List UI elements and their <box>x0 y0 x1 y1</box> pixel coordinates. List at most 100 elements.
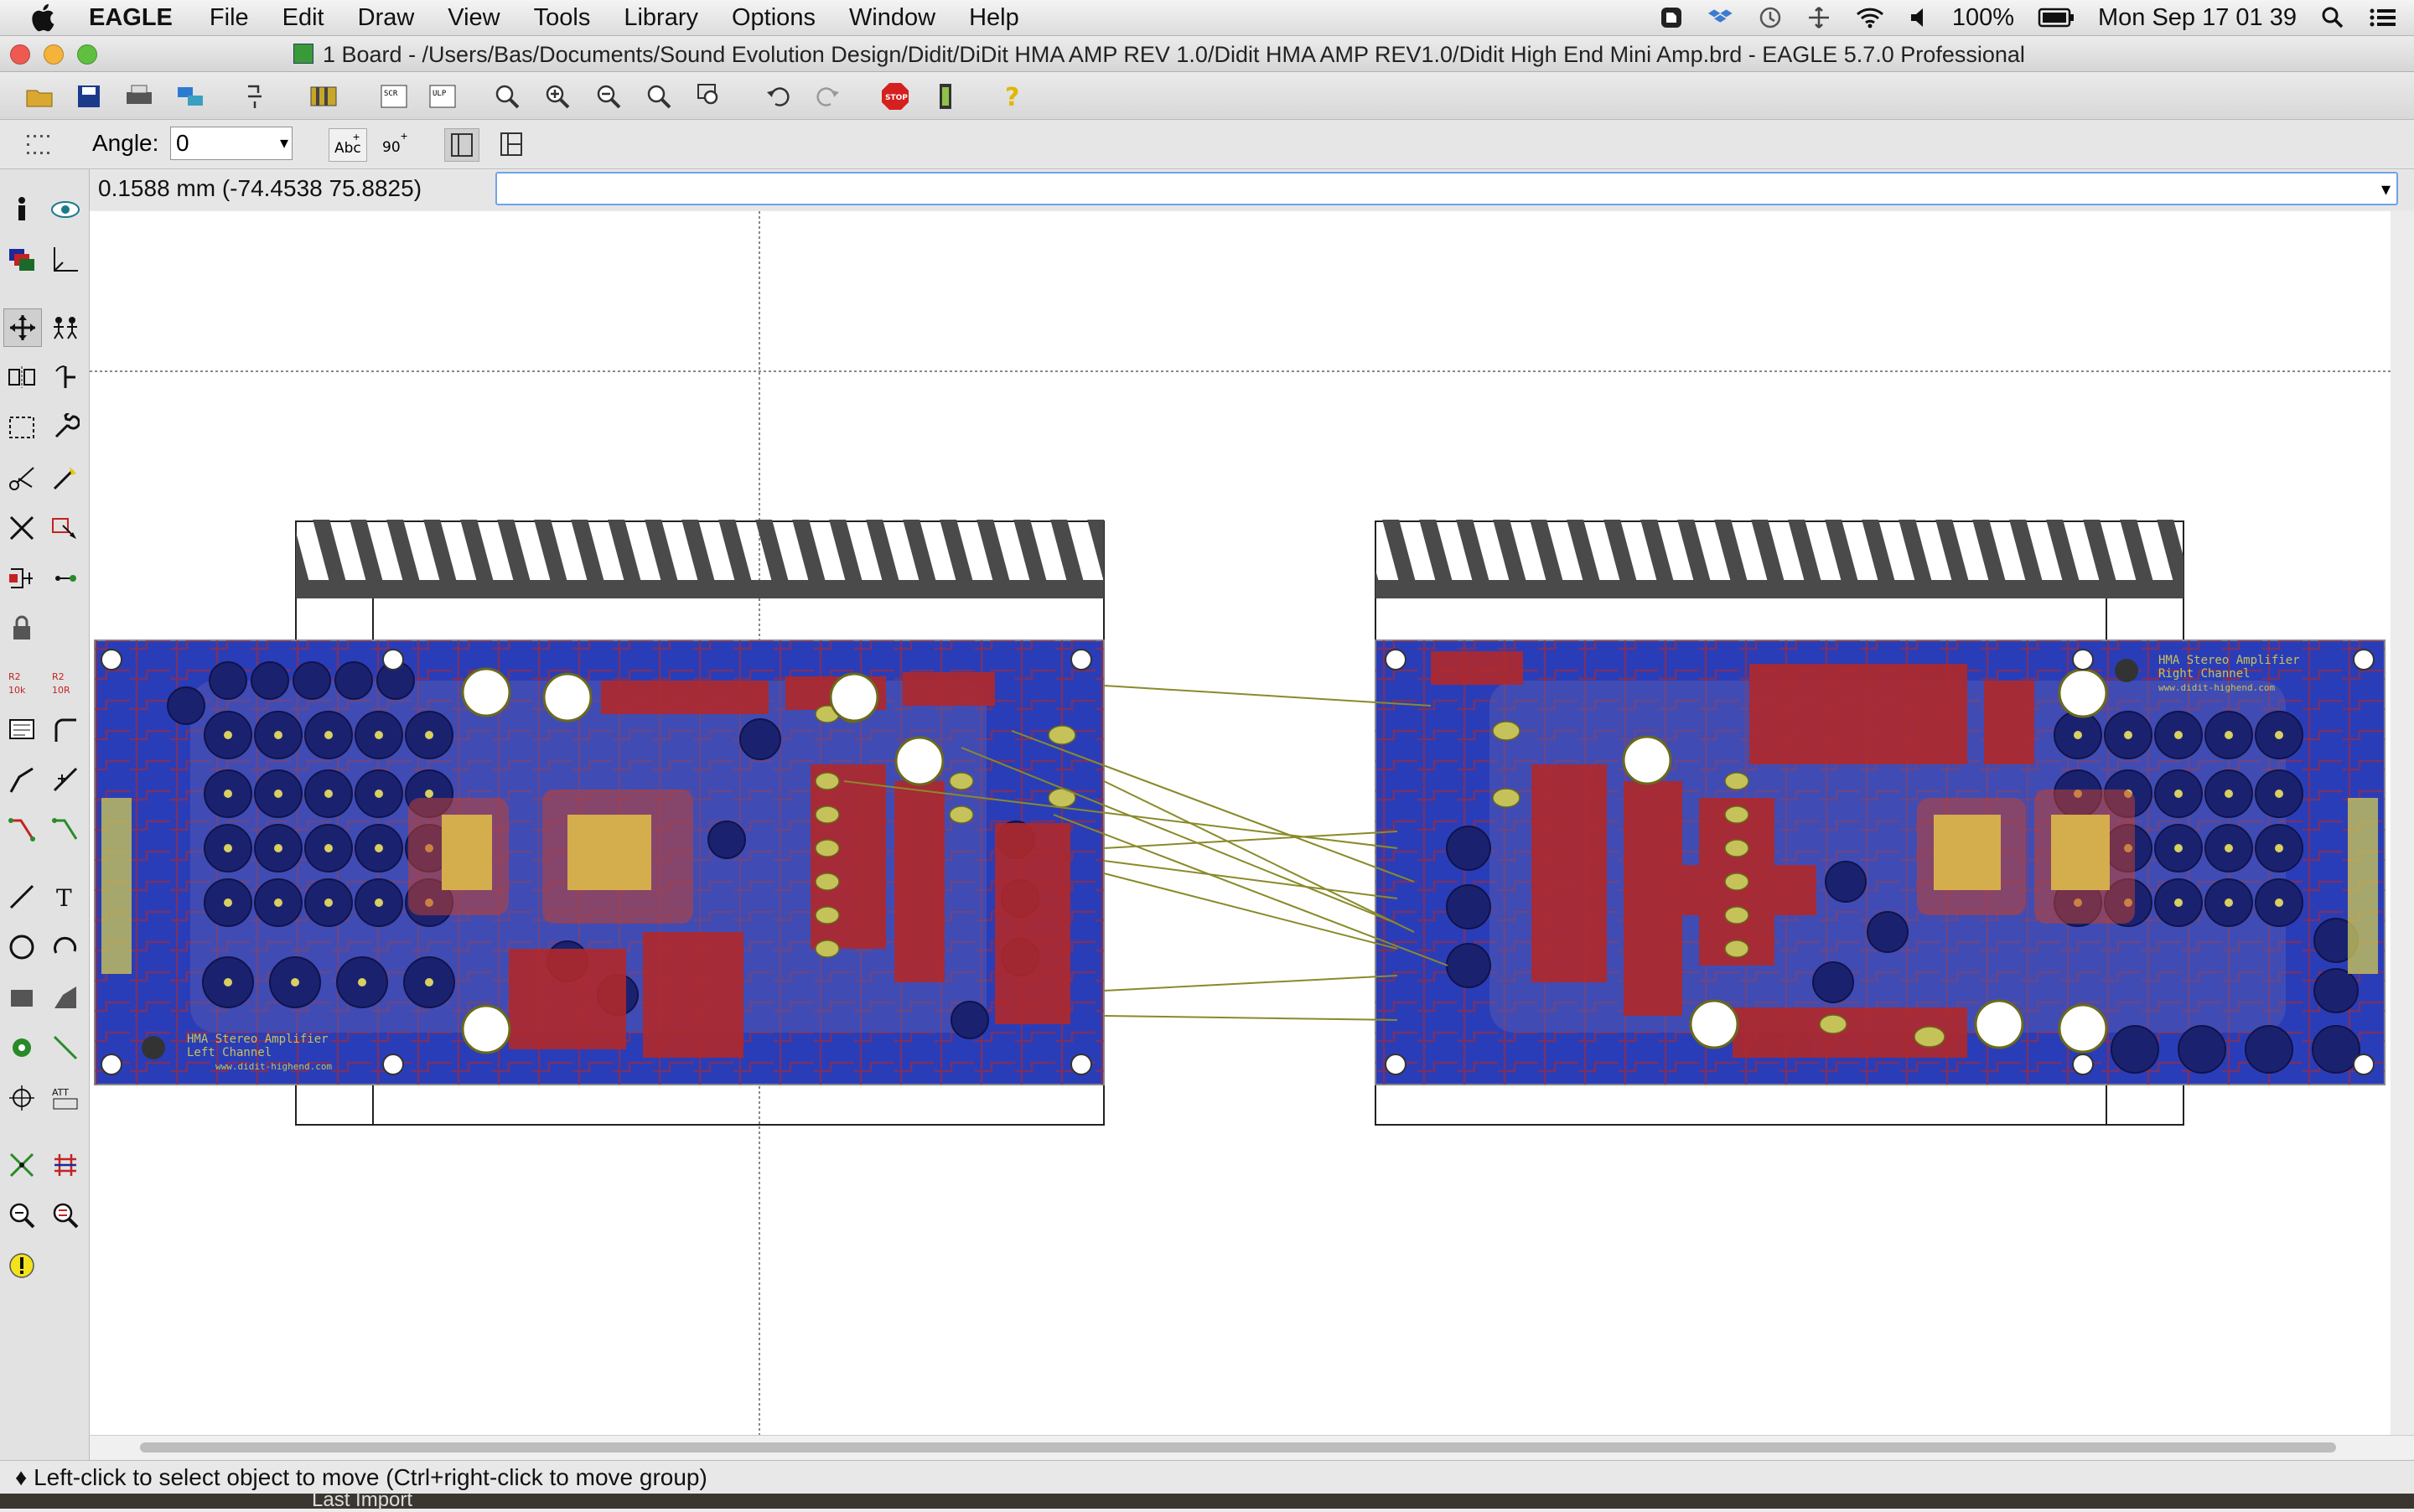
menu-draw[interactable]: Draw <box>357 3 415 31</box>
menu-library[interactable]: Library <box>624 3 698 31</box>
arc-tool-icon[interactable] <box>47 929 84 966</box>
mark-tool-icon[interactable] <box>47 241 84 278</box>
help-icon[interactable]: ? <box>996 80 1029 112</box>
menu-view[interactable]: View <box>448 3 500 31</box>
script-icon[interactable]: SCR <box>377 80 411 112</box>
text-tool-icon[interactable]: T <box>47 878 84 915</box>
zoom-to-fit-icon[interactable] <box>490 80 524 112</box>
horizontal-scrollbar[interactable] <box>90 1435 2414 1459</box>
print-icon[interactable] <box>122 80 156 112</box>
save-icon[interactable] <box>72 80 106 112</box>
hole-tool-icon[interactable] <box>3 1080 40 1116</box>
autorouter-tool-icon[interactable] <box>47 1147 84 1183</box>
info-tool-icon[interactable] <box>3 191 40 228</box>
display-layers-icon[interactable] <box>3 241 40 278</box>
run-ulp-icon[interactable]: ULP <box>426 80 459 112</box>
show-tool-eye-icon[interactable] <box>47 191 84 228</box>
cam-processor-icon[interactable] <box>174 80 207 112</box>
go-icon[interactable] <box>929 80 962 112</box>
angle-combobox[interactable]: 0 ▾ <box>170 127 293 160</box>
spotlight-search-icon[interactable] <box>2320 5 2345 30</box>
close-window-button[interactable] <box>10 44 30 65</box>
bluetooth-move-icon[interactable] <box>1806 5 1831 30</box>
chevron-down-icon[interactable]: ▾ <box>279 134 288 153</box>
lock-tool-icon[interactable] <box>47 560 84 597</box>
svg-text:+: + <box>401 129 407 142</box>
change-tool-wrench-icon[interactable] <box>47 409 84 446</box>
miter-tool-icon[interactable] <box>47 711 84 748</box>
undo-icon[interactable] <box>761 80 795 112</box>
angle-value: 0 <box>176 130 189 156</box>
zoom-out-icon[interactable] <box>592 80 625 112</box>
ripup-tool-icon[interactable] <box>47 811 84 848</box>
wire-tool-icon[interactable] <box>3 878 40 915</box>
left-board[interactable]: HMA Stereo Amplifier Left Channel www.di… <box>94 520 1105 1126</box>
polygon-tool-icon[interactable] <box>47 979 84 1016</box>
menu-edit[interactable]: Edit <box>282 3 324 31</box>
drc-tool-icon[interactable] <box>3 1197 40 1234</box>
route-tool-icon[interactable] <box>3 811 40 848</box>
apple-icon[interactable] <box>30 2 59 34</box>
menu-file[interactable]: File <box>209 3 249 31</box>
dropbox-icon[interactable] <box>1707 5 1734 30</box>
use-library-icon[interactable] <box>307 80 340 112</box>
app-menu-eagle[interactable]: EAGLE <box>89 3 173 31</box>
command-history-chevron-down-icon[interactable]: ▾ <box>2381 179 2391 199</box>
errors-tool-icon[interactable] <box>47 1197 84 1234</box>
rectangle-tool-icon[interactable] <box>3 979 40 1016</box>
add-part-icon[interactable] <box>47 510 84 546</box>
volume-icon[interactable] <box>1909 5 1929 30</box>
stop-icon[interactable]: STOP <box>878 80 912 112</box>
zoom-window-button[interactable] <box>77 44 97 65</box>
optimize-tool-icon[interactable] <box>47 761 84 798</box>
battery-percent[interactable]: 100% <box>1951 3 2014 31</box>
scrollbar-thumb[interactable] <box>140 1442 2336 1452</box>
layout-single-icon[interactable] <box>444 128 479 162</box>
menu-window[interactable]: Window <box>848 3 936 31</box>
right-board[interactable]: HMA Stereo Amplifier Right Channel www.d… <box>1375 520 2386 1126</box>
ratsnest-tool-icon[interactable] <box>3 1147 40 1183</box>
paste-tool-icon[interactable] <box>47 459 84 496</box>
battery-icon[interactable] <box>2038 7 2075 28</box>
split-tool-icon[interactable] <box>3 761 40 798</box>
redraw-icon[interactable] <box>642 80 676 112</box>
group-tool-icon[interactable] <box>3 409 40 446</box>
via-tool-icon[interactable] <box>3 1029 40 1066</box>
time-machine-icon[interactable] <box>1758 5 1783 30</box>
circle-tool-icon[interactable] <box>3 929 40 966</box>
grid-options-icon[interactable] <box>23 130 57 158</box>
delete-tool-icon[interactable] <box>3 510 40 546</box>
replace-tool-icon[interactable] <box>3 560 40 597</box>
signal-tool-icon[interactable] <box>47 1029 84 1066</box>
mirror-tool-icon[interactable] <box>3 359 40 396</box>
board-editor-canvas[interactable]: HMA Stereo Amplifier Left Channel www.di… <box>90 211 2391 1435</box>
menu-help[interactable]: Help <box>969 3 1019 31</box>
redo-icon[interactable] <box>811 80 845 112</box>
layout-split-icon[interactable] <box>495 128 528 160</box>
zoom-select-icon[interactable] <box>693 80 727 112</box>
cut-tool-scissors-icon[interactable] <box>3 459 40 496</box>
evernote-icon[interactable] <box>1659 5 1684 30</box>
copy-tool-icon[interactable] <box>47 308 84 345</box>
command-line-input[interactable] <box>495 172 2398 205</box>
open-file-icon[interactable] <box>23 80 57 112</box>
board-drawing[interactable]: HMA Stereo Amplifier Left Channel www.di… <box>90 211 2391 1435</box>
attribute-tool-icon[interactable]: ATT <box>47 1080 84 1116</box>
minimize-window-button[interactable] <box>44 44 64 65</box>
wifi-icon[interactable] <box>1855 5 1885 30</box>
move-tool-icon[interactable] <box>3 308 42 347</box>
name-tool-icon[interactable] <box>3 711 40 748</box>
mirror-text-icon[interactable]: Abc+ <box>329 128 367 162</box>
switch-to-schematic-icon[interactable] <box>239 80 272 112</box>
menu-tools[interactable]: Tools <box>533 3 591 31</box>
notification-center-icon[interactable] <box>2369 5 2397 30</box>
padlock-icon[interactable] <box>3 610 40 647</box>
rotate-tool-icon[interactable] <box>47 359 84 396</box>
warning-icon[interactable] <box>3 1247 40 1284</box>
rotate-text-icon[interactable]: 90+ <box>377 128 414 160</box>
zoom-in-icon[interactable] <box>541 80 574 112</box>
menu-options[interactable]: Options <box>732 3 816 31</box>
clock[interactable]: Mon Sep 17 01 39 <box>2097 3 2297 31</box>
